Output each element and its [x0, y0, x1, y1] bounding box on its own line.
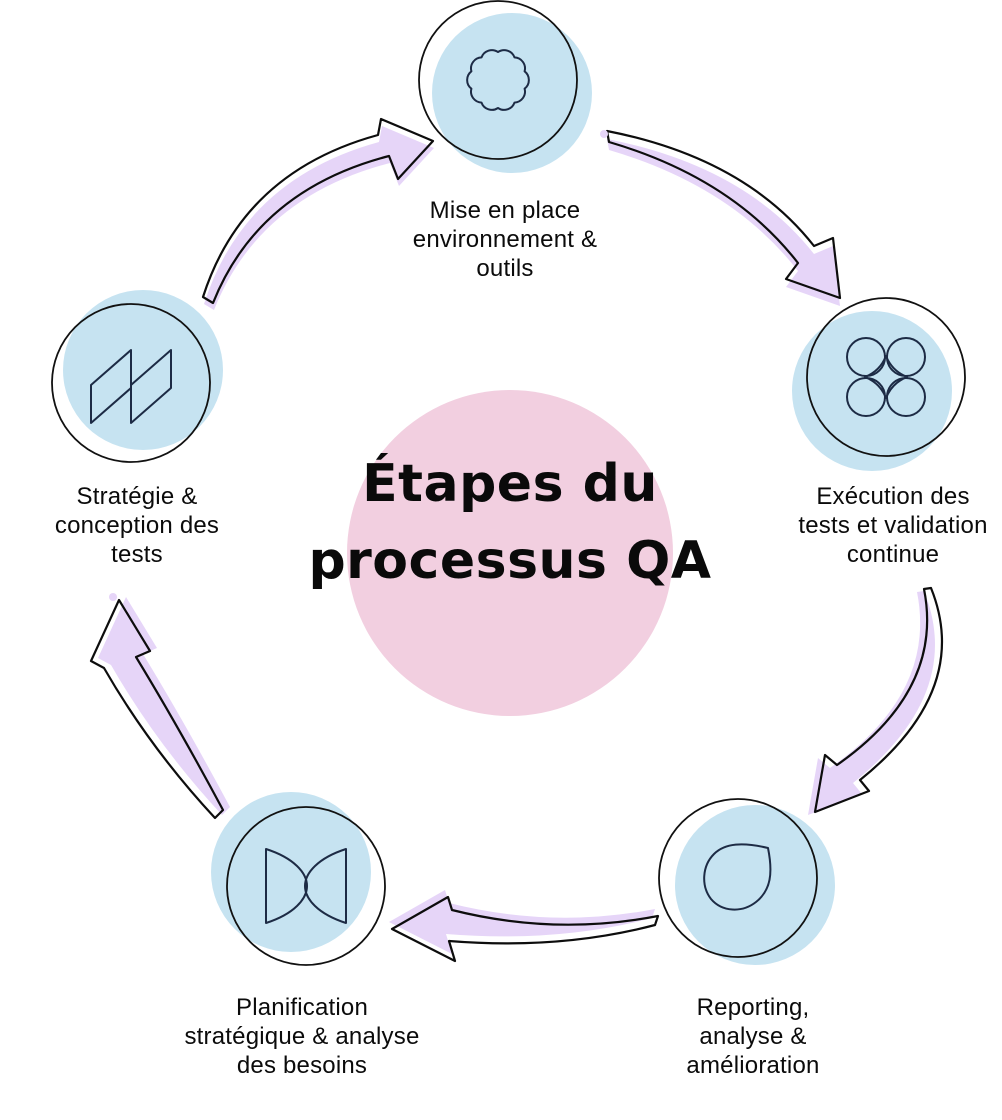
double-parallelogram-icon: [90, 349, 172, 424]
node-blue-blob: [63, 290, 223, 450]
node-test-execution: [792, 297, 966, 471]
diagram-title: Étapes du processus QA: [308, 454, 712, 591]
lavender-speck: [600, 130, 608, 138]
scalloped-flower-icon: [466, 49, 530, 111]
node-outline-circle: [51, 303, 211, 463]
node-outline-circle: [226, 806, 386, 966]
node-strategic-planning: [211, 792, 386, 966]
lens-butterfly-icon: [265, 848, 347, 924]
arrow-bottomright-to-bottomleft-icon: [389, 890, 660, 963]
node-outline-circle: [806, 297, 966, 457]
lavender-speck: [109, 593, 117, 601]
node-blue-blob: [792, 311, 952, 471]
four-petal-clover-icon: [846, 337, 926, 417]
label-strategic-planning: Planification stratégique & analyse des …: [184, 994, 420, 1079]
node-reporting: [658, 798, 835, 965]
label-reporting: Reporting, analyse & amélioration: [686, 994, 820, 1079]
arrow-right-to-bottomright-icon: [808, 586, 944, 815]
node-outline-circle: [658, 798, 818, 958]
label-environment-setup: Mise en place environnement & outils: [412, 197, 598, 282]
node-blue-blob: [675, 805, 835, 965]
center-pink-circle: [347, 390, 673, 716]
node-blue-blob: [432, 13, 592, 173]
label-test-strategy: Stratégie & conception des tests: [54, 483, 220, 568]
arrow-bottomleft-to-left-icon: [89, 597, 230, 820]
node-blue-blob: [211, 792, 371, 952]
label-test-execution: Exécution des tests et validation contin…: [798, 483, 988, 568]
node-outline-circle: [418, 0, 578, 160]
node-test-strategy: [51, 290, 223, 463]
teardrop-leaf-icon: [703, 843, 772, 911]
node-environment-setup: [418, 0, 592, 173]
